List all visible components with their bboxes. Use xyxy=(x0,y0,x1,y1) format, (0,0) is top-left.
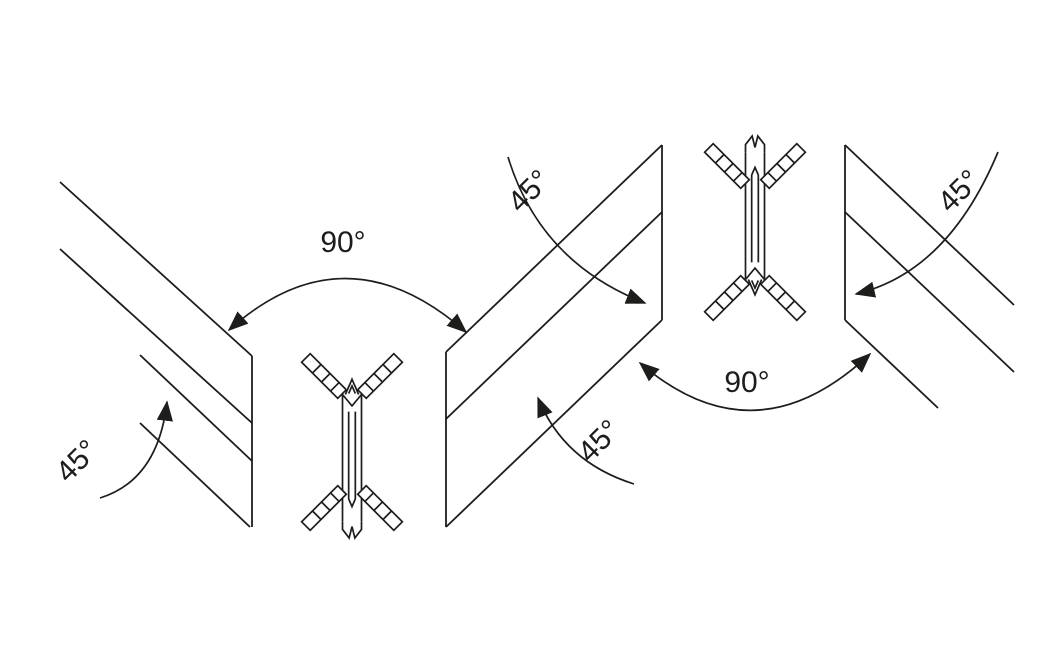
angle-arc-45-top-right xyxy=(854,151,999,298)
angle-label-90-left: 90° xyxy=(320,226,365,259)
left-profile-inner-edge xyxy=(59,248,253,424)
angle-label-45-top-center: 45° xyxy=(502,164,557,219)
center-profile-bottom-edge xyxy=(445,319,663,528)
left-profile-bottom-edge-b xyxy=(139,422,251,528)
angle-arc-45-bottom-left xyxy=(99,400,173,499)
angle-arc-90-left xyxy=(227,277,468,334)
angle-arc-45-top-center xyxy=(507,156,647,304)
center-profile xyxy=(445,144,663,528)
left-corner-connector xyxy=(300,352,404,539)
center-profile-top-edge xyxy=(445,144,663,353)
left-profile-bottom-edge-a xyxy=(139,354,253,462)
left-profile-top-edge xyxy=(59,181,253,357)
angle-label-45-top-right: 45° xyxy=(932,164,987,219)
left-profile xyxy=(59,181,253,528)
right-profile-top-edge xyxy=(844,144,1015,306)
right-profile-bottom-edge xyxy=(844,319,939,409)
center-profile-inner-edge xyxy=(445,211,663,420)
angle-arc-90-right xyxy=(638,352,872,412)
angle-label-45-bottom-left: 45° xyxy=(50,434,105,489)
angle-label-90-right: 90° xyxy=(724,366,769,399)
angle-arc-45-mid-right xyxy=(537,396,635,485)
angle-label-45-mid-right: 45° xyxy=(572,414,627,469)
right-profile xyxy=(844,144,1015,409)
dimension-annotations: 90° 45° 45° 45° 90° 45° xyxy=(50,151,999,499)
right-profile-inner-edge xyxy=(844,211,1015,373)
right-corner-connector xyxy=(703,135,807,322)
